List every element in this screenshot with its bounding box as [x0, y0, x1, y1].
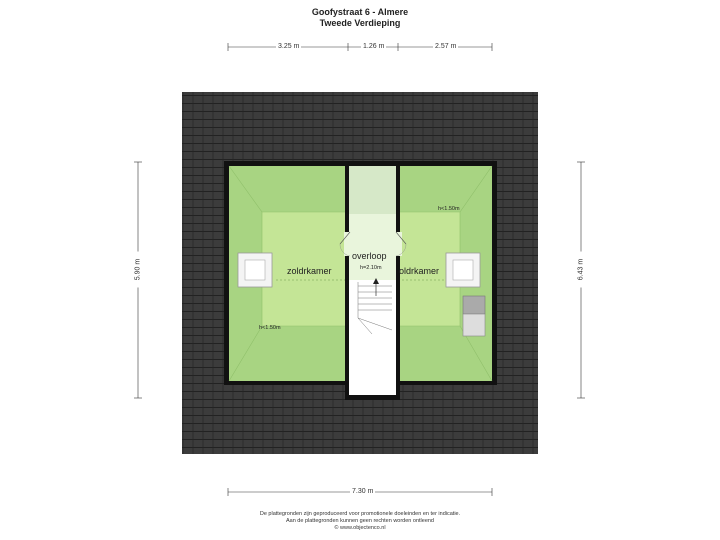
height-note-hall: h=2.10m	[360, 265, 382, 271]
hall-floor	[349, 214, 396, 280]
footer-copyright: © www.objectenco.nl	[334, 525, 386, 531]
appliance	[462, 295, 486, 337]
skylight-right	[445, 252, 481, 288]
door-left	[339, 231, 351, 257]
footer-rights: Aan de plattegronden kunnen geen rechten…	[285, 518, 434, 524]
height-note-right: h<1.50m	[438, 206, 460, 212]
stairwell	[349, 280, 396, 395]
footer-disclaimer: De plattegronden zijn geproduceerd voor …	[259, 511, 461, 517]
room-label-right: oldrkamer	[399, 266, 440, 276]
dim-top-2: 1.26 m	[361, 43, 387, 50]
plan-subtitle: Tweede Verdieping	[319, 18, 401, 28]
skylight-left	[237, 252, 273, 288]
stair-arrow-icon	[373, 278, 379, 284]
stairs	[357, 282, 393, 335]
plan-title: Goofystraat 6 - Almere	[311, 7, 409, 17]
room-label-hall: overloop	[352, 251, 387, 261]
room-label-left: zoldrkamer	[287, 266, 332, 276]
dim-top-1: 3.25 m	[276, 43, 302, 50]
dim-left: 5.90 m	[134, 251, 142, 288]
dim-right: 6.43 m	[577, 251, 585, 288]
hall-void	[349, 166, 396, 214]
height-note-left: h<1.50m	[259, 325, 281, 331]
dim-top-3: 2.57 m	[433, 43, 459, 50]
dim-bottom: 7.30 m	[350, 488, 376, 495]
door-right	[395, 231, 407, 257]
